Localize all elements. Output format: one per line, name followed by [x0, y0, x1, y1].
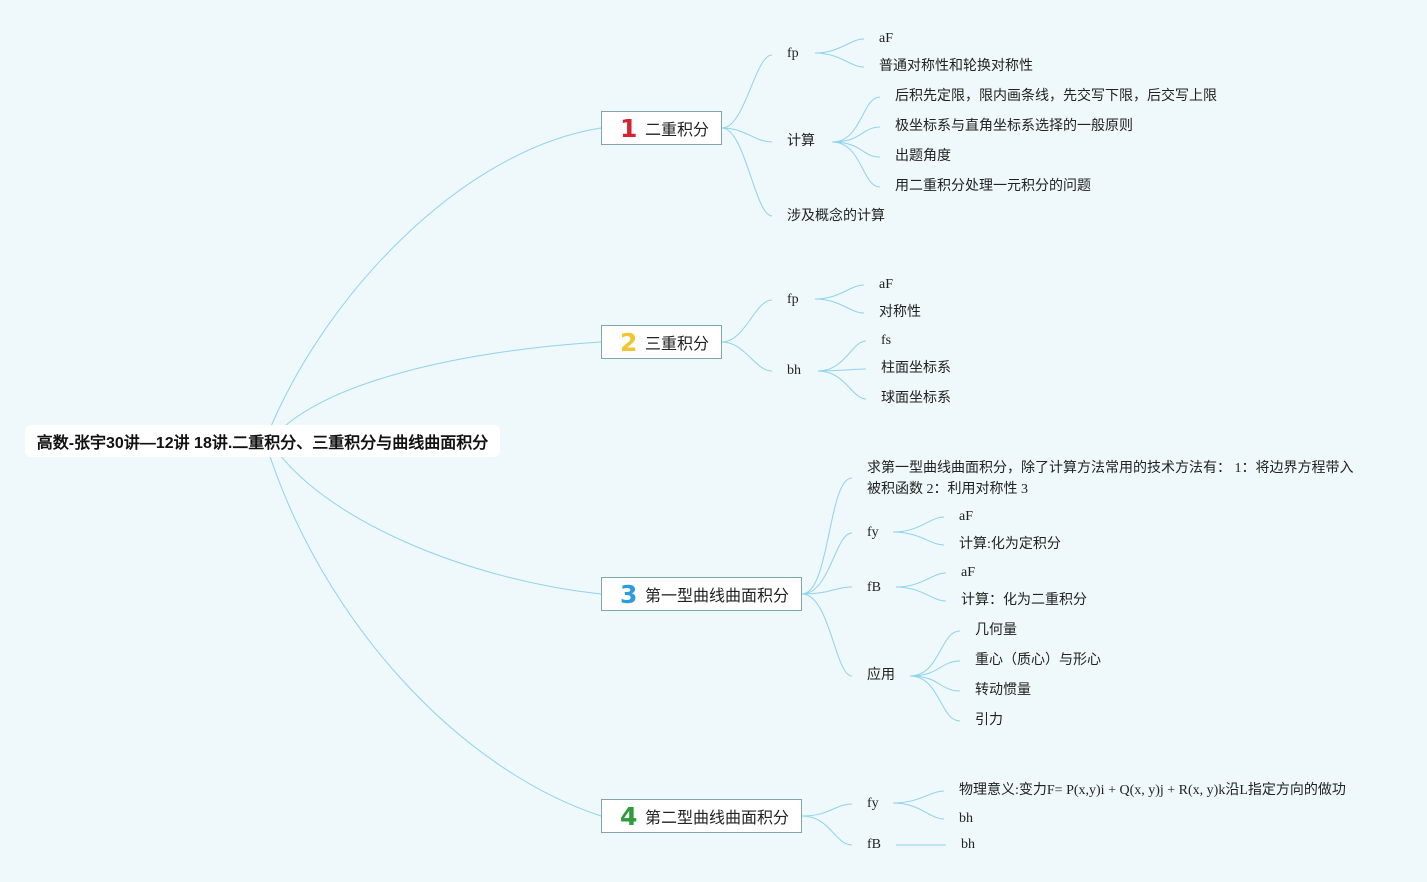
- subtopic-bh[interactable]: bh: [787, 363, 801, 378]
- subtopic-fy[interactable]: fy: [867, 796, 879, 811]
- branch-4-node[interactable]: 4 第二型曲线曲面积分: [601, 799, 802, 833]
- leaf-cylindrical[interactable]: 柱面坐标系: [881, 361, 951, 376]
- leaf-double-integral[interactable]: 计算：化为二重积分: [961, 593, 1087, 608]
- branch-label: 二重积分: [645, 122, 710, 139]
- leaf-geometry[interactable]: 几何量: [975, 623, 1017, 638]
- leaf-coordinate-choice[interactable]: 极坐标系与直角坐标系选择的一般原则: [895, 119, 1133, 134]
- leaf-af[interactable]: aF: [879, 31, 893, 46]
- leaf-af[interactable]: aF: [959, 509, 973, 524]
- leaf-spherical[interactable]: 球面坐标系: [881, 391, 951, 406]
- leaf-af[interactable]: aF: [879, 277, 893, 292]
- leaf-integration-limits[interactable]: 后积先定限，限内画条线，先交写下限，后交写上限: [895, 89, 1217, 104]
- leaf-af[interactable]: aF: [961, 565, 975, 580]
- leaf-inertia[interactable]: 转动惯量: [975, 683, 1031, 698]
- leaf-fs[interactable]: fs: [881, 333, 892, 348]
- subtopic-fp[interactable]: fp: [787, 292, 799, 307]
- number-2-marker: 2: [620, 327, 638, 357]
- number-1-marker: 1: [620, 113, 638, 143]
- leaf-gravitation[interactable]: 引力: [975, 713, 1003, 728]
- leaf-one-variable[interactable]: 用二重积分处理一元积分的问题: [895, 179, 1091, 194]
- branch-2-node[interactable]: 2 三重积分: [601, 325, 722, 359]
- leaf-symmetry[interactable]: 普通对称性和轮换对称性: [879, 59, 1033, 74]
- leaf-symmetry[interactable]: 对称性: [879, 305, 921, 320]
- subtopic-fb[interactable]: fB: [867, 580, 881, 595]
- number-4-marker: 4: [620, 801, 638, 831]
- subtopic-concept-calculation[interactable]: 涉及概念的计算: [787, 209, 885, 224]
- subtopic-techniques[interactable]: 求第一型曲线曲面积分，除了计算方法常用的技术方法有： 1：将边界方程带入被积函数…: [867, 461, 1354, 497]
- leaf-bh[interactable]: bh: [959, 811, 973, 826]
- leaf-bh[interactable]: bh: [961, 837, 975, 852]
- branch-1-node[interactable]: 1 二重积分: [601, 111, 722, 145]
- subtopic-fy[interactable]: fy: [867, 525, 879, 540]
- subtopic-applications[interactable]: 应用: [867, 668, 895, 683]
- subtopic-calculation[interactable]: 计算: [787, 134, 815, 149]
- subtopic-fp[interactable]: fp: [787, 46, 799, 61]
- subtopic-fb[interactable]: fB: [867, 837, 881, 852]
- leaf-centroid[interactable]: 重心（质心）与形心: [975, 653, 1101, 668]
- branch-label: 第二型曲线曲面积分: [645, 810, 790, 827]
- number-3-marker: 3: [620, 579, 638, 609]
- branch-label: 三重积分: [645, 336, 710, 353]
- branch-label: 第一型曲线曲面积分: [645, 588, 790, 605]
- leaf-definite-integral[interactable]: 计算:化为定积分: [959, 537, 1061, 552]
- leaf-question-angle[interactable]: 出题角度: [895, 149, 951, 164]
- leaf-physical-meaning[interactable]: 物理意义:变力F= P(x,y)i + Q(x, y)j + R(x, y)k沿…: [959, 783, 1346, 798]
- branch-3-node[interactable]: 3 第一型曲线曲面积分: [601, 577, 802, 611]
- root-topic[interactable]: 高数-张宇30讲—12讲 18讲.二重积分、三重积分与曲线曲面积分: [25, 425, 500, 457]
